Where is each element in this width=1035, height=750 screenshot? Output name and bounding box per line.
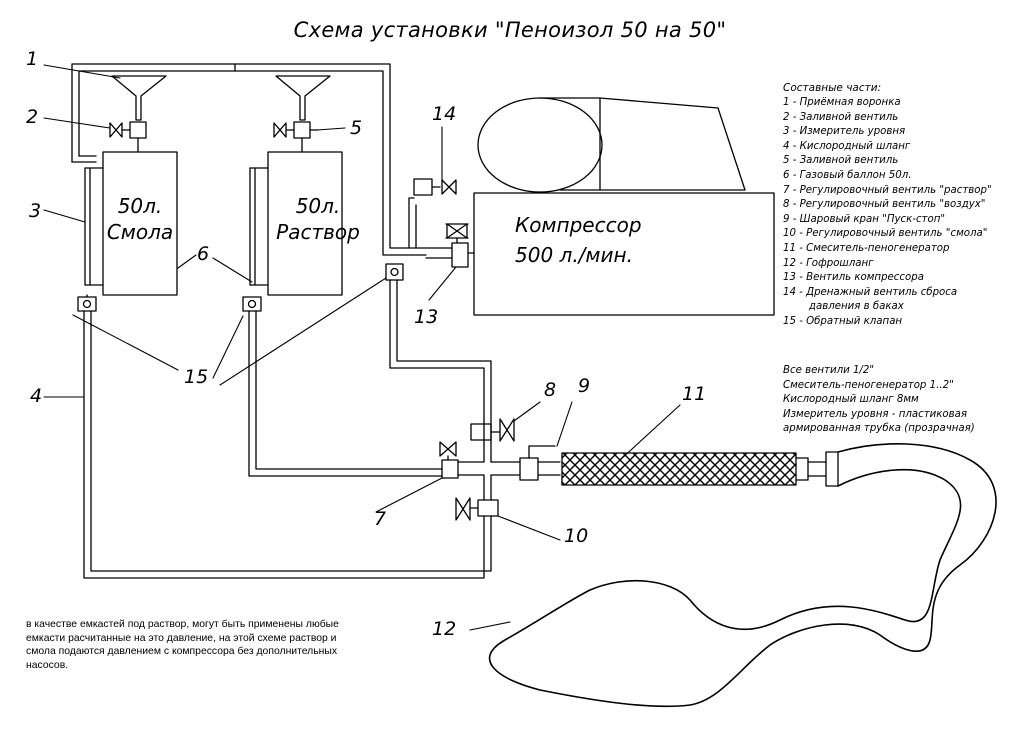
compressor (473, 97, 775, 316)
compressor-name: Компрессор (515, 213, 642, 237)
valve-icon (439, 441, 457, 457)
callout-5: 5 (350, 117, 363, 139)
parts-legend: 1 - Приёмная воронка 2 - Заливной вентил… (783, 96, 992, 330)
valve-icon (499, 418, 515, 442)
callout-2: 2 (26, 106, 39, 128)
legend-item: давления в баках (783, 301, 904, 313)
solution-tank-label: 50л. Раствор (262, 193, 374, 245)
valve-icon (273, 122, 287, 138)
compressor-valves (385, 178, 475, 281)
callout-10: 10 (564, 525, 589, 547)
resin-tank-name: Смола (106, 220, 174, 244)
legend-item: 5 - Заливной вентиль (783, 155, 899, 167)
callout-3: 3 (29, 200, 42, 222)
spec-note: Все вентили 1/2" (783, 365, 875, 376)
legend-item: 7 - Регулировочный вентиль "раствор" (783, 184, 992, 196)
legend-item: 8 - Регулировочный вентиль "воздух" (783, 199, 986, 211)
solution-tank-name: Раствор (276, 220, 360, 244)
callout-6: 6 (197, 243, 210, 265)
legend-item: 11 - Смеситель-пеногенератор (783, 242, 950, 254)
callout-13: 13 (414, 306, 439, 328)
legend-item: 15 - Обратный клапан (783, 315, 903, 327)
legend-title: Составные части: (783, 82, 882, 94)
callout-11: 11 (682, 383, 707, 405)
resin-tank-volume: 50л. (117, 194, 163, 218)
callout-15: 15 (184, 366, 209, 388)
leader-lines (43, 64, 681, 631)
air-distribution-pipe (71, 63, 427, 256)
valve-icon (109, 122, 123, 138)
foam-generator (561, 451, 839, 487)
legend-item: 10 - Регулировочный вентиль "смола" (783, 228, 988, 240)
callout-9: 9 (578, 375, 591, 397)
mixing-manifold (439, 418, 561, 521)
corrugated-hose (488, 443, 997, 708)
resin-tank (77, 75, 178, 312)
spec-notes: Все вентили 1/2" Смеситель-пеногенератор… (783, 364, 975, 437)
legend-item: 1 - Приёмная воронка (783, 97, 901, 108)
valve-icon (441, 179, 457, 195)
legend-item: 4 - Кислородный шланг (783, 140, 911, 152)
solution-tank-volume: 50л. (295, 194, 341, 218)
funnel-icon (275, 75, 331, 121)
valve-icon (455, 497, 471, 521)
legend-item: 13 - Вентиль компрессора (783, 272, 924, 284)
legend-item: 2 - Заливной вентиль (783, 111, 899, 123)
solution-line (248, 310, 443, 477)
spec-note: армированная трубка (прозрачная) (783, 423, 975, 435)
diagram-title: Схема установки "Пеноизол 50 на 50" (293, 18, 727, 42)
callout-14: 14 (432, 103, 457, 125)
callout-4: 4 (30, 385, 43, 407)
callout-7: 7 (374, 508, 387, 530)
legend-item: 3 - Измеритель уровня (783, 126, 906, 138)
legend-item: 6 - Газовый баллон 50л. (783, 169, 912, 181)
resin-line (83, 310, 492, 579)
compressor-label: Компрессор 500 л./мин. (515, 210, 642, 270)
resin-tank-label: 50л. Смола (103, 193, 177, 245)
funnel-icon (111, 75, 167, 121)
solution-tank (242, 75, 343, 312)
legend-item: 9 - Шаровый кран "Пуск-стоп" (783, 213, 946, 225)
spec-note: Измеритель уровня - пластиковая (783, 408, 968, 420)
spec-note: Кислородный шланг 8мм (783, 394, 919, 406)
compressor-capacity: 500 л./мин. (515, 243, 633, 267)
legend-item: 12 - Гофрошланг (783, 257, 874, 269)
callout-12: 12 (432, 618, 457, 640)
spec-note: Смеситель-пеногенератор 1..2" (783, 379, 954, 391)
callout-1: 1 (26, 48, 39, 70)
valve-icon (446, 223, 468, 239)
footnote: в качестве емкастей под раствор, могут б… (26, 619, 339, 671)
air-line-to-mixer (389, 279, 492, 445)
legend-item: 14 - Дренажный вентиль сброса (783, 286, 958, 298)
callout-8: 8 (544, 379, 557, 401)
